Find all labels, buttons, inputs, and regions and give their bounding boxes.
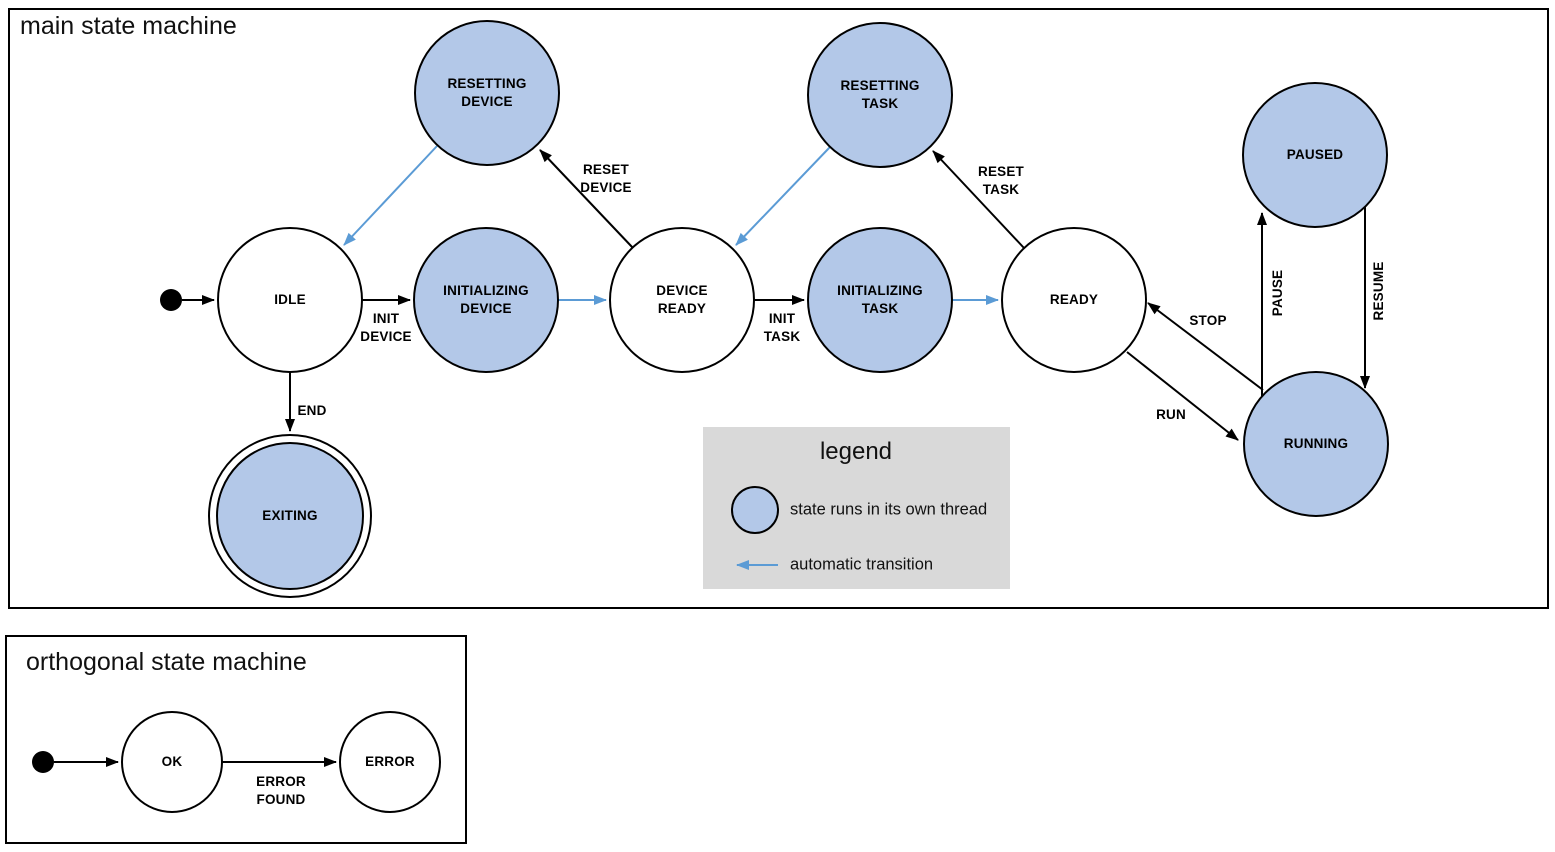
transition-reset-task-label: RESET TASK — [977, 164, 1025, 197]
state-error-label: ERROR — [365, 754, 415, 769]
state-idle-label: IDLE — [274, 292, 306, 307]
transition-reset-device-label: RESET DEVICE — [580, 162, 632, 195]
main-panel-title: main state machine — [20, 12, 237, 40]
orthogonal-state-machine-panel — [5, 635, 467, 844]
state-ok-label: OK — [161, 754, 183, 769]
state-initializing-task-label: INITIALIZING TASK — [837, 283, 923, 316]
transition-resume-label: RESUME — [1371, 261, 1386, 321]
state-paused-label: PAUSED — [1286, 147, 1344, 162]
transition-error-found-label: ERROR FOUND — [256, 774, 306, 807]
transition-init-device-label: INIT DEVICE — [360, 311, 412, 344]
main-state-machine-panel — [8, 8, 1549, 609]
transition-stop-label: STOP — [1189, 313, 1227, 328]
state-exiting-label: EXITING — [262, 508, 318, 523]
legend-thread-item-label: state runs in its own thread — [790, 500, 988, 519]
transition-run-label: RUN — [1156, 407, 1186, 422]
state-device-ready-label: DEVICE READY — [656, 283, 708, 316]
state-resetting-task-label: RESETTING TASK — [840, 78, 920, 111]
state-running-label: RUNNING — [1283, 436, 1349, 451]
state-initializing-device-label: INITIALIZING DEVICE — [443, 283, 529, 316]
legend-auto-item-label: automatic transition — [790, 555, 934, 574]
transition-pause-label: PAUSE — [1270, 269, 1285, 317]
legend-title: legend — [819, 438, 893, 465]
transition-end-label: END — [297, 403, 327, 418]
state-ready-label: READY — [1049, 292, 1099, 307]
transition-init-task-label: INIT TASK — [763, 311, 801, 344]
orthogonal-panel-title: orthogonal state machine — [26, 648, 307, 676]
state-resetting-device-label: RESETTING DEVICE — [447, 76, 527, 109]
